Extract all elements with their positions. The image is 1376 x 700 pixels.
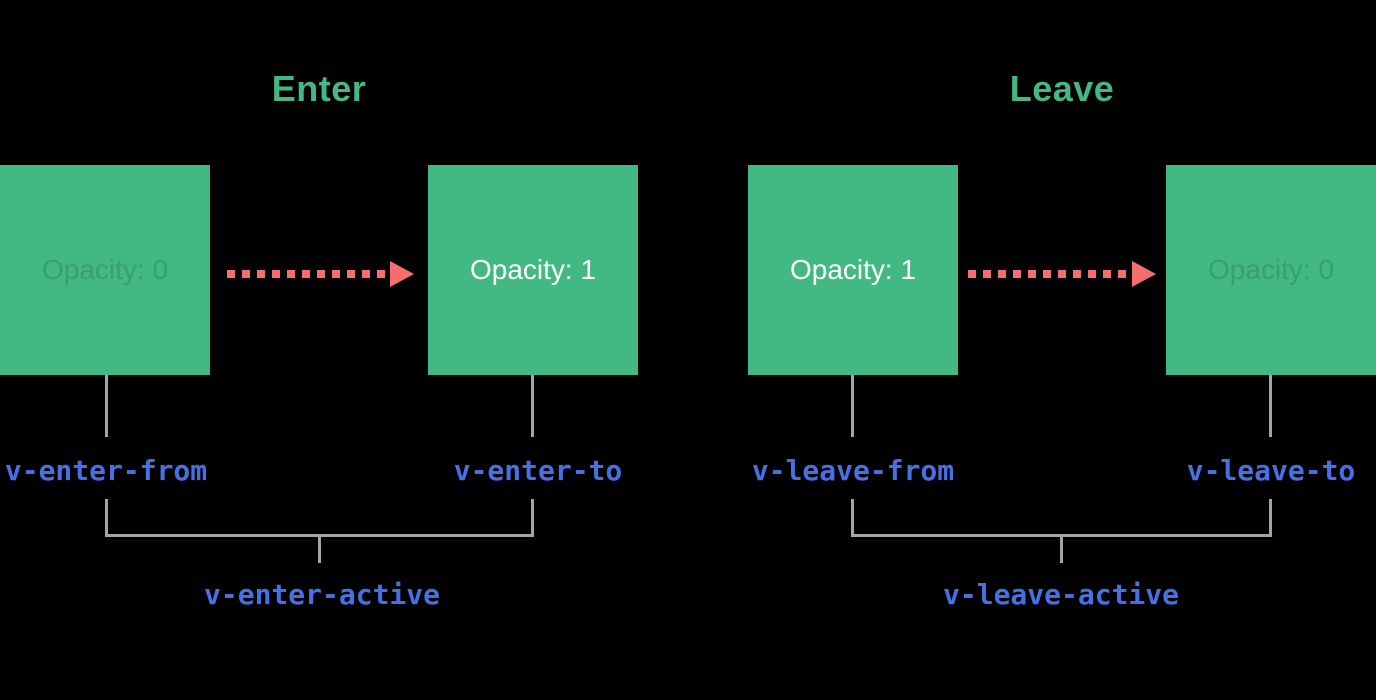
- leave-to-connector-line: [1269, 375, 1272, 437]
- enter-to-box-label: Opacity: 1: [469, 254, 597, 285]
- enter-arrow-head-icon: [390, 261, 414, 287]
- enter-from-class-label: v-enter-from: [4, 454, 208, 487]
- enter-active-connector-line: [318, 537, 321, 563]
- enter-from-box: Opacity: 0: [0, 165, 210, 375]
- leave-from-box-label: Opacity: 1: [789, 254, 917, 285]
- leave-from-class-label: v-leave-from: [751, 454, 955, 487]
- leave-active-connector-line: [1060, 537, 1063, 563]
- leave-to-box-label: Opacity: 0: [1207, 254, 1335, 285]
- leave-to-box: Opacity: 0: [1166, 165, 1376, 375]
- enter-section-title: Enter: [271, 68, 367, 109]
- leave-section-title: Leave: [1009, 68, 1115, 109]
- leave-from-connector-line: [851, 375, 854, 437]
- enter-active-class-label: v-enter-active: [203, 578, 441, 611]
- enter-to-box: Opacity: 1: [428, 165, 638, 375]
- leave-from-box: Opacity: 1: [748, 165, 958, 375]
- enter-to-connector-line: [531, 375, 534, 437]
- leave-arrow-head-icon: [1132, 261, 1156, 287]
- leave-active-bracket: [851, 499, 1272, 537]
- leave-active-class-label: v-leave-active: [942, 578, 1180, 611]
- enter-from-box-label: Opacity: 0: [41, 254, 169, 285]
- enter-to-class-label: v-enter-to: [453, 454, 623, 487]
- enter-from-connector-line: [105, 375, 108, 437]
- leave-transition-arrow: [968, 270, 1132, 278]
- leave-to-class-label: v-leave-to: [1186, 454, 1356, 487]
- enter-transition-arrow: [227, 270, 390, 278]
- enter-active-bracket: [105, 499, 534, 537]
